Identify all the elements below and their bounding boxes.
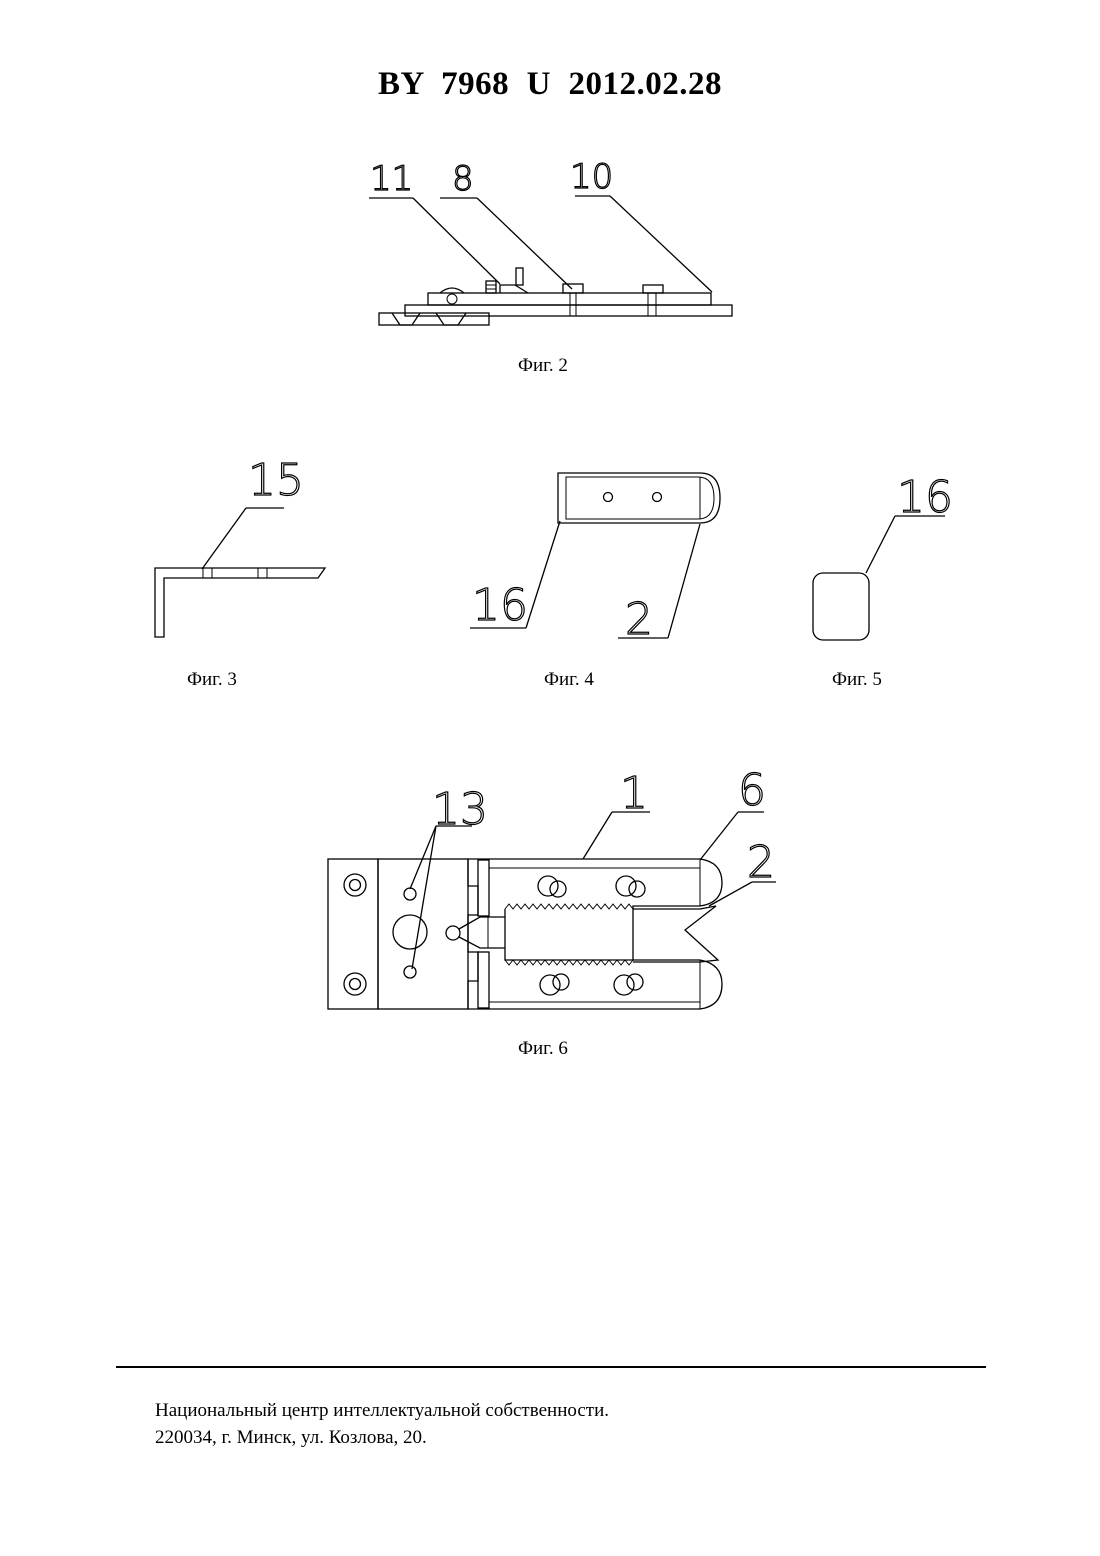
figure-2-drawing: 11 8 10: [369, 157, 732, 325]
figure-3-drawing: 15: [155, 455, 325, 637]
footer-address: 220034, г. Минск, ул. Козлова, 20.: [155, 1424, 609, 1451]
fig2-label-8: 8: [452, 159, 474, 199]
fig3-label-15: 15: [248, 455, 304, 506]
footer-divider: [116, 1366, 986, 1368]
fig4-caption: Фиг. 4: [544, 669, 594, 691]
fig6-label-2: 2: [747, 837, 775, 888]
fig6-caption: Фиг. 6: [518, 1038, 568, 1060]
fig4-label-16: 16: [472, 580, 528, 631]
fig3-caption: Фиг. 3: [187, 669, 237, 691]
figure-4-drawing: 16 2: [470, 473, 720, 645]
fig2-caption: Фиг. 2: [518, 355, 568, 377]
figure-5-drawing: 16: [813, 472, 953, 640]
figure-6-drawing: 13 1 6 2: [328, 765, 776, 1009]
footer: Национальный центр интеллектуальной собс…: [155, 1397, 609, 1451]
fig5-caption: Фиг. 5: [832, 669, 882, 691]
fig2-label-10: 10: [570, 157, 613, 197]
fig2-label-11: 11: [370, 159, 413, 199]
fig6-label-6: 6: [738, 765, 766, 816]
footer-organization: Национальный центр интеллектуальной собс…: [155, 1397, 609, 1424]
fig6-label-13: 13: [432, 784, 488, 835]
